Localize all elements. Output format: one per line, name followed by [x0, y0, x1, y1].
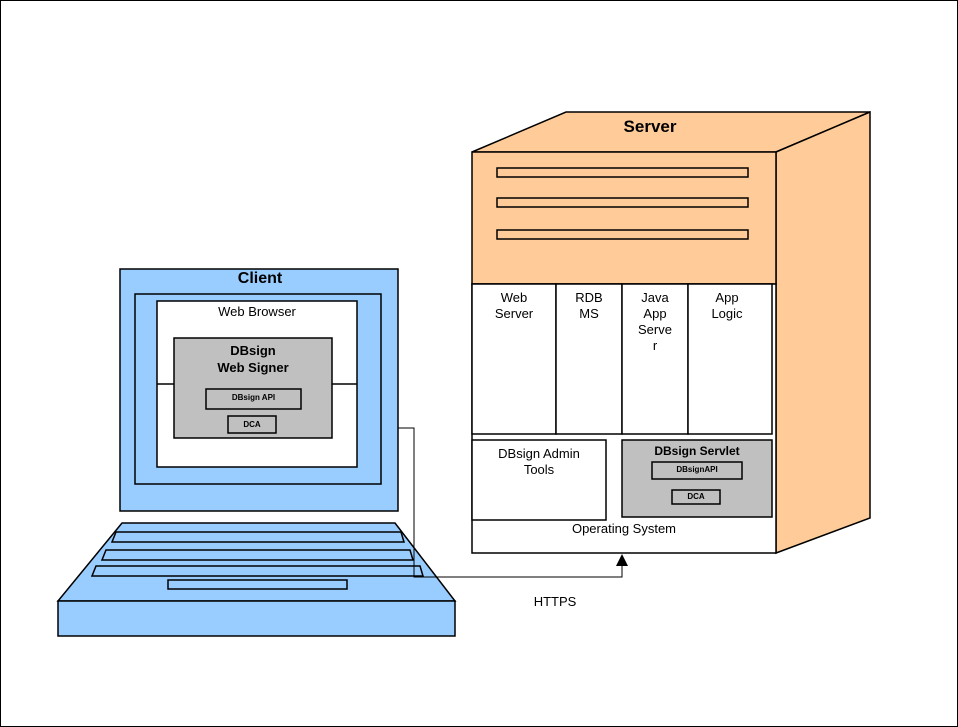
os-label: Operating System — [571, 521, 677, 536]
https-connection-line — [398, 427, 623, 578]
admin-tools-label: DBsign Admin Tools — [498, 446, 580, 477]
drive-slot-2 — [496, 197, 749, 208]
app-logic-box — [687, 283, 773, 435]
https-label: HTTPS — [533, 594, 577, 609]
java-app-server-box — [621, 283, 689, 435]
https-arrowhead — [616, 554, 628, 566]
client-api-box — [205, 388, 302, 410]
rdbms-box — [555, 283, 623, 435]
client-api-label: DBsign API — [231, 393, 276, 402]
drive-slot-3 — [496, 229, 749, 240]
component-web-server: Web Server — [494, 290, 534, 321]
key-row-2 — [100, 549, 415, 561]
admin-tools-box — [471, 439, 607, 521]
key-row-3 — [90, 565, 425, 577]
client-dca-box — [227, 415, 277, 434]
component-rdbms: RDB MS — [575, 290, 603, 321]
key-row-1 — [110, 531, 406, 543]
browser-label: Web Browser — [218, 304, 296, 319]
servlet-api-box — [651, 461, 743, 480]
signer-title: DBsign Web Signer — [217, 343, 289, 375]
server-title: Server — [623, 117, 677, 136]
component-java-app-server: Java App Serve r — [638, 290, 672, 353]
client-dca-label: DCA — [243, 420, 261, 429]
servlet-api-label: DBsignAPI — [676, 465, 718, 474]
component-app-logic: App Logic — [711, 290, 743, 321]
client-title: Client — [237, 270, 283, 287]
servlet-dca-box — [671, 489, 721, 505]
server-side-face — [775, 110, 871, 555]
servlet-title: DBsign Servlet — [654, 444, 740, 458]
drive-slot-1 — [496, 167, 749, 178]
servlet-dca-label: DCA — [687, 492, 705, 501]
web-server-box — [471, 283, 557, 435]
laptop-base — [57, 600, 456, 637]
laptop-spacebar — [167, 579, 348, 590]
